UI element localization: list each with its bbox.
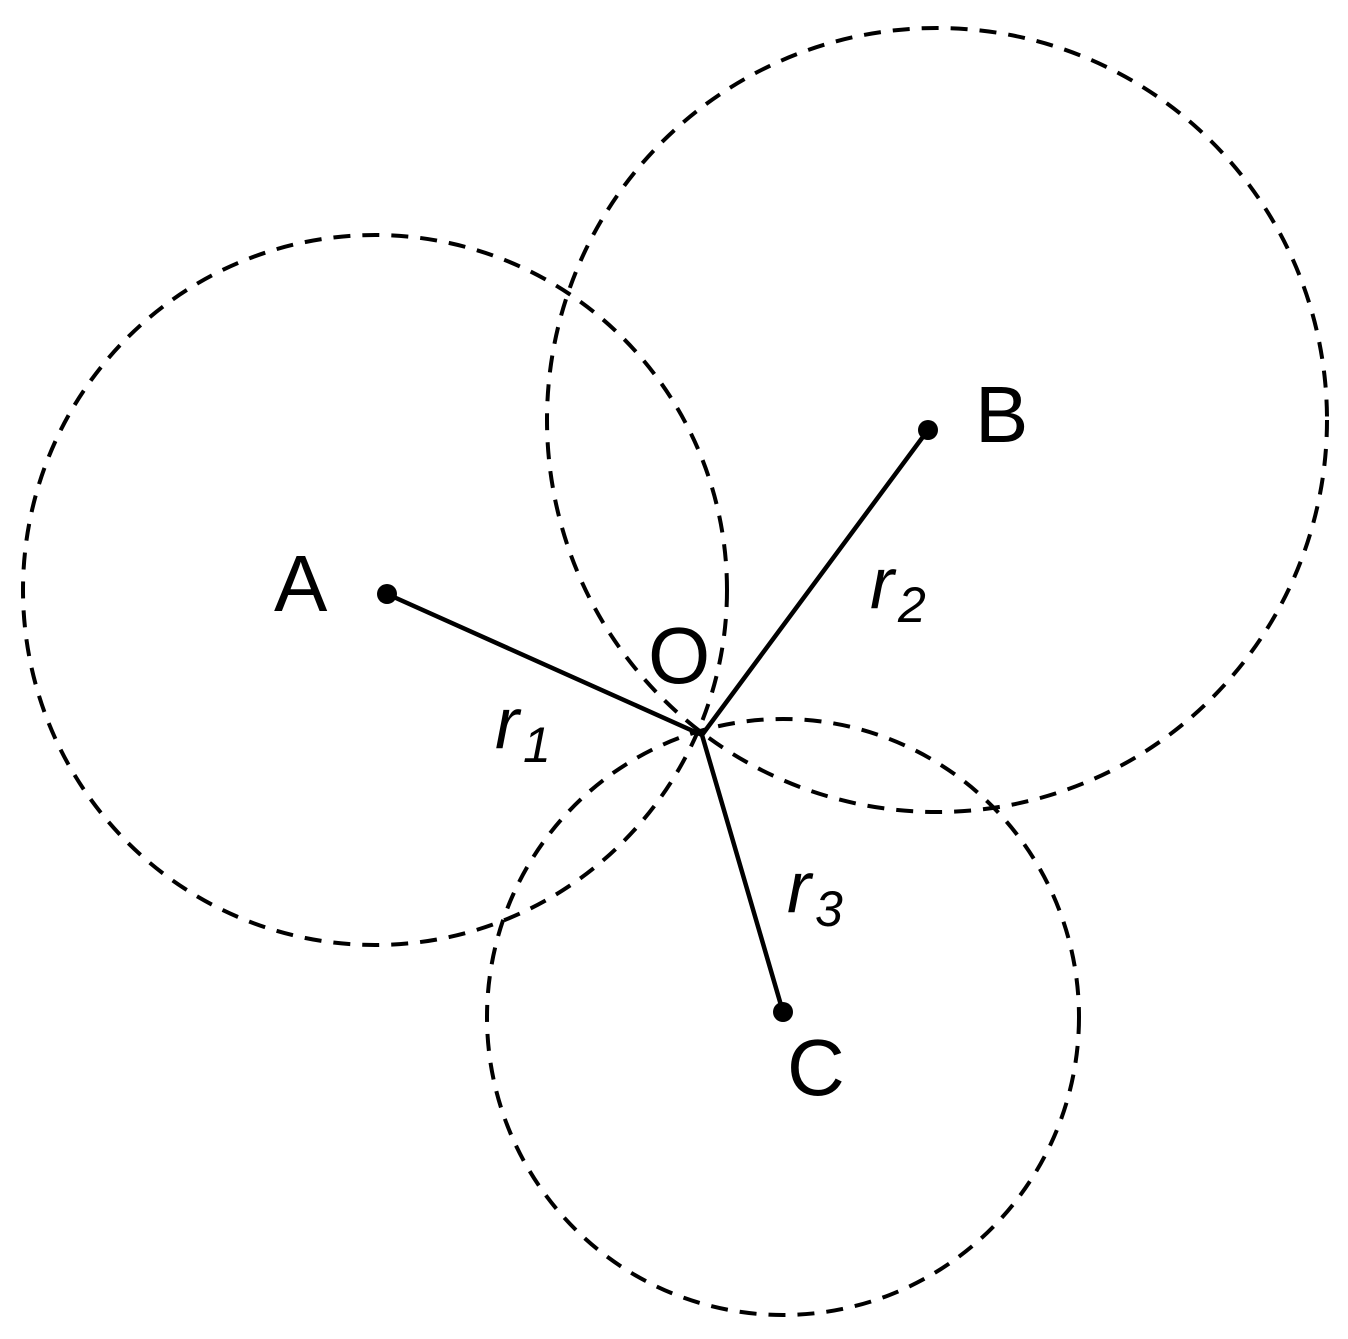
point-c-label: C	[787, 1023, 845, 1112]
radius-r1-symbol: r	[495, 684, 522, 764]
point-o-label: O	[648, 611, 710, 700]
circle-c	[485, 717, 1081, 1317]
point-b-label: B	[975, 370, 1028, 459]
point-a-dot	[377, 584, 397, 604]
radius-r3-label: r3	[787, 848, 843, 937]
circle-b	[545, 26, 1329, 814]
radius-r3-symbol: r	[787, 848, 814, 928]
radius-r3-segment	[699, 732, 786, 1015]
point-c-dot	[773, 1002, 793, 1022]
circle-a	[21, 233, 729, 947]
radius-r1-subscript: 1	[523, 717, 551, 773]
radius-r3-subscript: 3	[815, 881, 843, 937]
radius-r2-symbol: r	[870, 544, 897, 624]
radius-r2-segment	[699, 427, 931, 738]
point-a-label: A	[274, 539, 328, 628]
radius-r1-label: r1	[495, 684, 551, 773]
radius-r2-label: r2	[870, 544, 926, 633]
point-b-dot	[918, 420, 938, 440]
radius-r2-subscript: 2	[897, 577, 926, 633]
radius-r1-segment	[384, 591, 705, 738]
